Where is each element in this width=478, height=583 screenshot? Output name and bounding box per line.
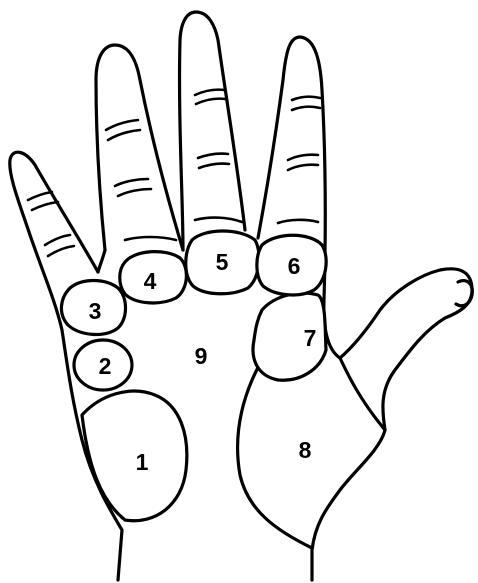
middle-finger-outline (180, 12, 245, 250)
region-label-9: 9 (195, 343, 208, 369)
little-finger-right-edge (98, 250, 105, 272)
thumb-nail (456, 281, 472, 306)
region-label-2: 2 (99, 353, 112, 379)
region-label-6: 6 (288, 253, 301, 279)
region-label-7: 7 (304, 325, 317, 351)
region-label-5: 5 (216, 249, 229, 275)
region-label-3: 3 (89, 298, 102, 324)
region-label-4: 4 (144, 268, 157, 294)
palm-regions (61, 231, 326, 548)
thumb-outline (312, 269, 472, 580)
region-label-8: 8 (299, 437, 312, 463)
thumb-crease (340, 358, 385, 430)
ring-finger-outline (96, 45, 183, 250)
region-1-shape (82, 391, 187, 521)
finger-creases (28, 90, 320, 256)
region-label-1: 1 (136, 449, 149, 475)
